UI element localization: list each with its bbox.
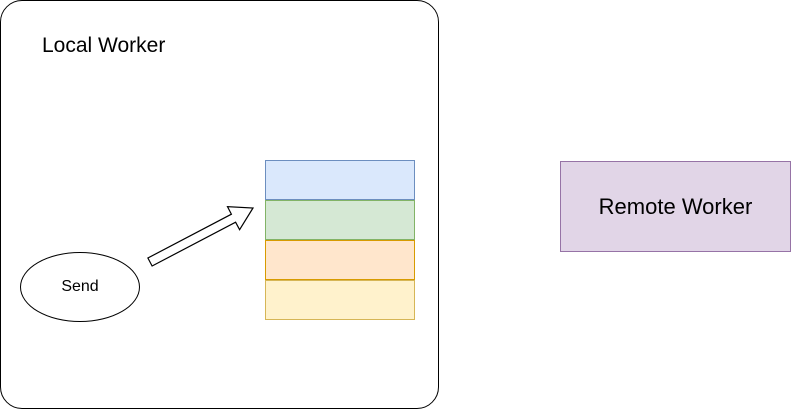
- queue-slot: [265, 240, 415, 280]
- queue-slot: [265, 200, 415, 240]
- queue-slot: [265, 280, 415, 320]
- remote-worker-label: Remote Worker: [598, 193, 753, 219]
- local-worker-title: Local Worker: [42, 34, 166, 57]
- queue-slot: [265, 160, 415, 200]
- send-label: Send: [61, 278, 99, 295]
- remote-worker-box: Remote Worker: [560, 161, 791, 252]
- message-queue: [265, 160, 415, 320]
- send-ellipse: [20, 252, 140, 322]
